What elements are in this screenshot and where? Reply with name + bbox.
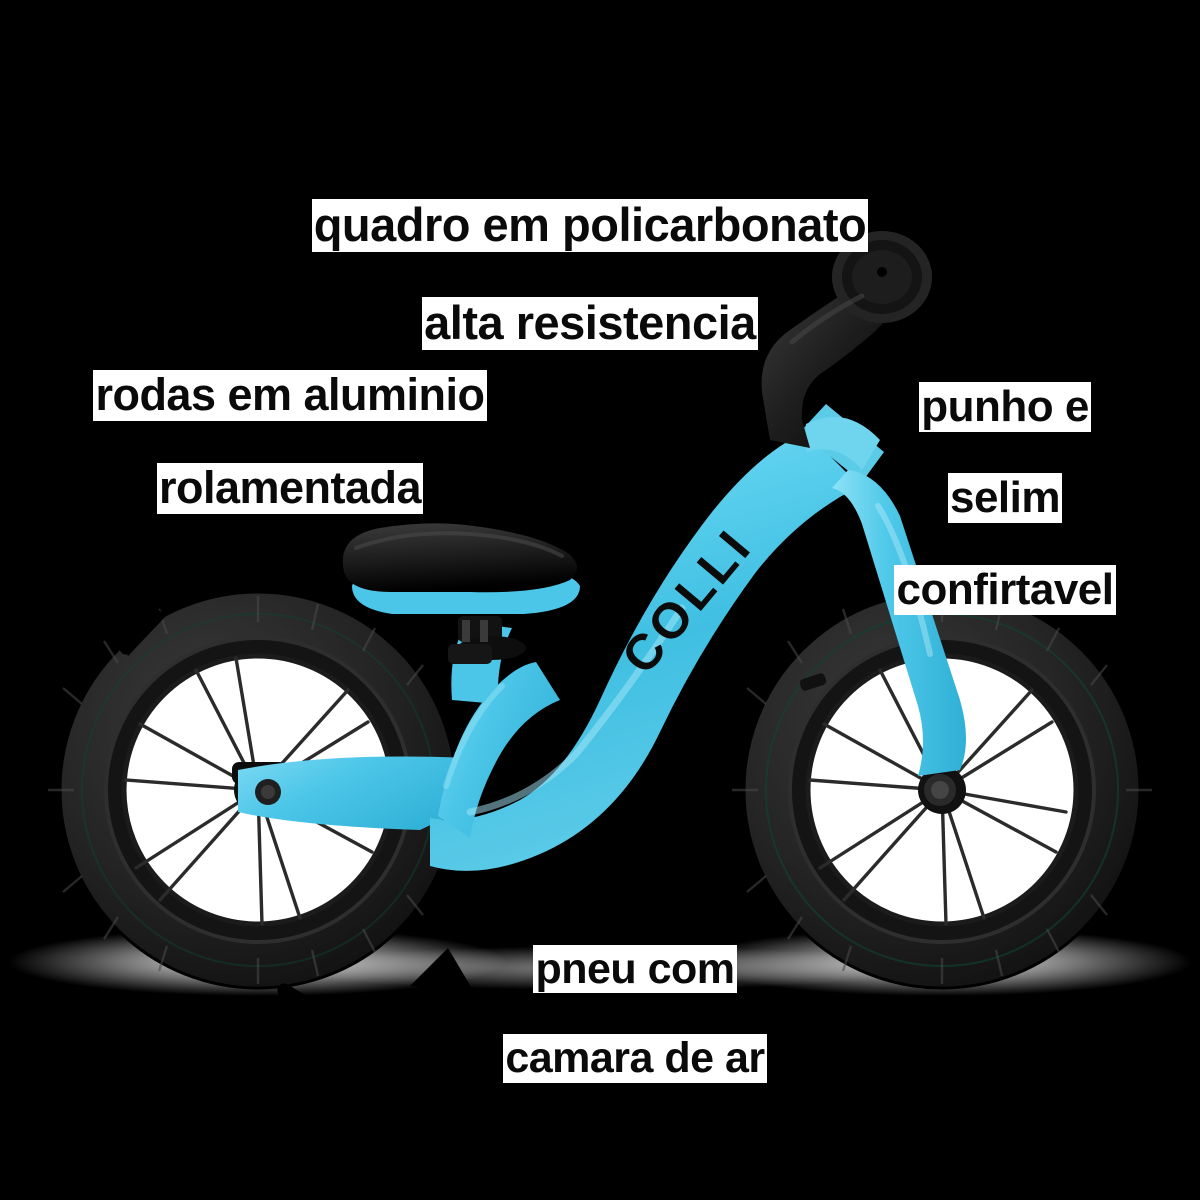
arrow-to-frame bbox=[624, 259, 736, 493]
arrow-to-tire bbox=[277, 948, 474, 1028]
saddle bbox=[342, 523, 580, 664]
seat-clamp bbox=[448, 616, 526, 664]
arrow-to-wheels bbox=[105, 439, 166, 656]
handlebar-grip bbox=[761, 231, 932, 448]
arrow-to-grip bbox=[915, 225, 1070, 324]
